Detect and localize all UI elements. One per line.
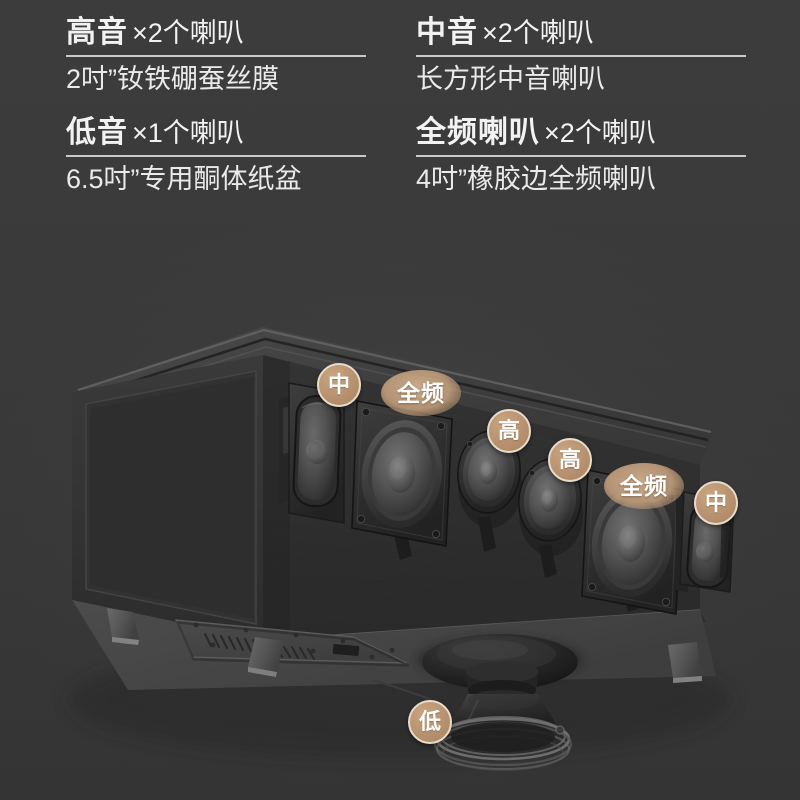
spec-keyword: 低音: [66, 116, 128, 149]
spec-quantity: ×2个喇叭: [132, 18, 244, 48]
spec-heading: 高音×2个喇叭: [66, 18, 366, 48]
spec-heading: 全频喇叭×2个喇叭: [416, 118, 746, 148]
spec-detail: 6.5吋”专用酮体纸盆: [66, 164, 302, 194]
spec-heading: 中音×2个喇叭: [416, 18, 746, 48]
spec-divider: [66, 55, 366, 57]
spec-item-woofer: 低音×1个喇叭 6.5吋”专用酮体纸盆: [66, 118, 366, 195]
bottom-service-plate: [175, 619, 410, 667]
badge-fullrange-left[interactable]: 全频: [381, 370, 461, 416]
spec-heading: 低音×1个喇叭: [66, 118, 366, 148]
driver-midrange-left: [279, 382, 345, 524]
spec-keyword: 中音: [416, 16, 478, 49]
spec-item-midrange: 中音×2个喇叭 长方形中音喇叭: [416, 18, 746, 95]
spec-detail: 4吋”橡胶边全频喇叭: [416, 164, 657, 194]
driver-fullrange-right: [581, 469, 683, 615]
spec-detail: 长方形中音喇叭: [416, 64, 605, 94]
cabinet-feet: [107, 608, 702, 683]
spec-keyword: 全频喇叭: [416, 116, 540, 149]
badge-mid-left[interactable]: 中: [317, 363, 361, 407]
spec-item-fullrange: 全频喇叭×2个喇叭 4吋”橡胶边全频喇叭: [416, 118, 746, 195]
badge-tweeter-right[interactable]: 高: [548, 438, 592, 482]
spec-item-tweeter: 高音×2个喇叭 2吋”钕铁硼蚕丝膜: [66, 18, 366, 95]
spec-list: 高音×2个喇叭 2吋”钕铁硼蚕丝膜 低音×1个喇叭 6.5吋”专用酮体纸盆 中音…: [0, 0, 800, 290]
spec-divider: [66, 155, 366, 157]
badge-fullrange-right[interactable]: 全频: [604, 463, 684, 509]
spec-quantity: ×2个喇叭: [544, 118, 656, 148]
badge-mid-right[interactable]: 中: [694, 481, 738, 525]
spec-detail: 2吋”钕铁硼蚕丝膜: [66, 64, 280, 94]
spec-divider: [416, 155, 746, 157]
badge-woofer[interactable]: 低: [408, 700, 452, 744]
driver-fullrange-left: [351, 400, 453, 560]
spec-keyword: 高音: [66, 16, 128, 49]
badge-tweeter-left[interactable]: 高: [487, 409, 531, 453]
spec-divider: [416, 55, 746, 57]
spec-quantity: ×2个喇叭: [482, 18, 594, 48]
driver-row: [279, 382, 735, 615]
spec-quantity: ×1个喇叭: [132, 118, 244, 148]
